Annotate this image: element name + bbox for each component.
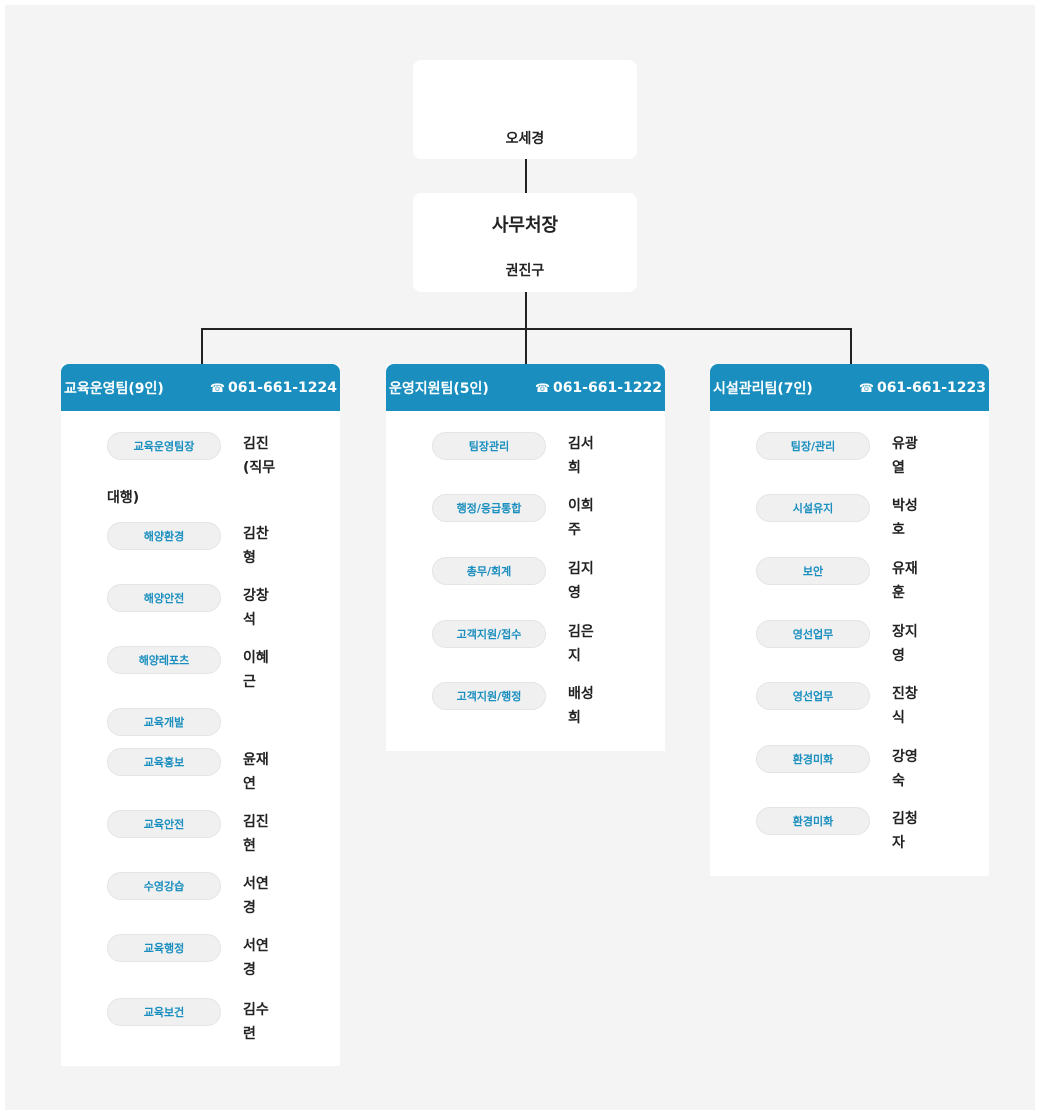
team-phone-number: 061-661-1223 xyxy=(876,379,986,396)
member-name: 윤재연 xyxy=(243,752,269,792)
member-role: 팀장관리 xyxy=(432,432,546,460)
member-role: 고객지원/접수 xyxy=(432,620,546,648)
member-name: 이혜근 xyxy=(243,650,269,690)
connector-line xyxy=(525,292,527,329)
connector-line xyxy=(850,328,852,364)
member-role: 시설유지 xyxy=(756,494,870,522)
director-title: 사무처장 xyxy=(491,215,559,236)
member-name: 진창식 xyxy=(892,686,918,726)
member-role: 교육보건 xyxy=(107,998,221,1026)
member-name: 김진(직무 xyxy=(243,436,276,476)
member-name: 이희주 xyxy=(568,498,594,538)
member-name: 박성호 xyxy=(892,498,918,538)
member-role: 환경미화 xyxy=(756,807,870,835)
team-phone: ☎ 061-661-1223 xyxy=(859,380,986,396)
team-name: 시설관리팀(7인) xyxy=(713,380,813,397)
member-role: 교육개발 xyxy=(107,708,221,736)
team-panel-education: 교육운영팀(9인) ☎ 061-661-1224 교육운영팀장 김진(직무 대행… xyxy=(61,364,340,1066)
team-phone: ☎ 061-661-1222 xyxy=(535,380,662,396)
top-person-name: 오세경 xyxy=(505,131,545,147)
phone-icon: ☎ xyxy=(210,380,225,395)
member-name: 유재훈 xyxy=(892,561,918,601)
director-name: 권진구 xyxy=(505,263,545,279)
member-name: 강창석 xyxy=(243,588,269,628)
member-role: 고객지원/행정 xyxy=(432,682,546,710)
member-role: 영선업무 xyxy=(756,620,870,648)
team-header: 시설관리팀(7인) ☎ 061-661-1223 xyxy=(710,364,989,411)
team-phone: ☎ 061-661-1224 xyxy=(210,380,337,396)
team-phone-number: 061-661-1222 xyxy=(552,379,662,396)
member-role: 교육운영팀장 xyxy=(107,432,221,460)
member-name: 김찬형 xyxy=(243,526,269,566)
team-header: 교육운영팀(9인) ☎ 061-661-1224 xyxy=(61,364,340,411)
member-name: 김청자 xyxy=(892,811,918,851)
phone-icon: ☎ xyxy=(859,380,874,395)
member-name: 김수련 xyxy=(243,1002,269,1042)
member-role: 교육안전 xyxy=(107,810,221,838)
member-role: 행정/응급통합 xyxy=(432,494,546,522)
member-role: 해양안전 xyxy=(107,584,221,612)
member-role: 교육홍보 xyxy=(107,748,221,776)
member-name: 강영숙 xyxy=(892,749,918,789)
member-name: 김은지 xyxy=(568,624,594,664)
member-role: 수영강습 xyxy=(107,872,221,900)
director-box: 사무처장 권진구 xyxy=(413,193,637,292)
member-role: 교육행정 xyxy=(107,934,221,962)
member-name: 배성희 xyxy=(568,686,594,726)
top-person-box: 오세경 xyxy=(413,60,637,159)
member-name: 김지영 xyxy=(568,561,594,601)
team-header: 운영지원팀(5인) ☎ 061-661-1222 xyxy=(386,364,665,411)
member-name: 서연경 xyxy=(243,938,269,978)
member-role: 팀장/관리 xyxy=(756,432,870,460)
member-name: 장지영 xyxy=(892,624,918,664)
member-role: 해양환경 xyxy=(107,522,221,550)
team-panel-facilities: 시설관리팀(7인) ☎ 061-661-1223 팀장/관리 유광열 시설유지 … xyxy=(710,364,989,876)
team-name: 교육운영팀(9인) xyxy=(64,380,164,397)
member-name-continued: 대행) xyxy=(107,490,140,506)
member-name: 서연경 xyxy=(243,876,269,916)
team-name: 운영지원팀(5인) xyxy=(389,380,489,397)
connector-line xyxy=(525,159,527,193)
member-role: 해양레포츠 xyxy=(107,646,221,674)
member-name: 김서희 xyxy=(568,436,594,476)
member-role: 보안 xyxy=(756,557,870,585)
member-role: 총무/회계 xyxy=(432,557,546,585)
connector-line xyxy=(201,328,203,364)
phone-icon: ☎ xyxy=(535,380,550,395)
member-role: 환경미화 xyxy=(756,745,870,773)
connector-line xyxy=(525,328,527,364)
member-name: 김진현 xyxy=(243,814,269,854)
team-panel-operations: 운영지원팀(5인) ☎ 061-661-1222 팀장관리 김서희 행정/응급통… xyxy=(386,364,665,751)
team-phone-number: 061-661-1224 xyxy=(227,379,337,396)
member-role: 영선업무 xyxy=(756,682,870,710)
member-name: 유광열 xyxy=(892,436,918,476)
